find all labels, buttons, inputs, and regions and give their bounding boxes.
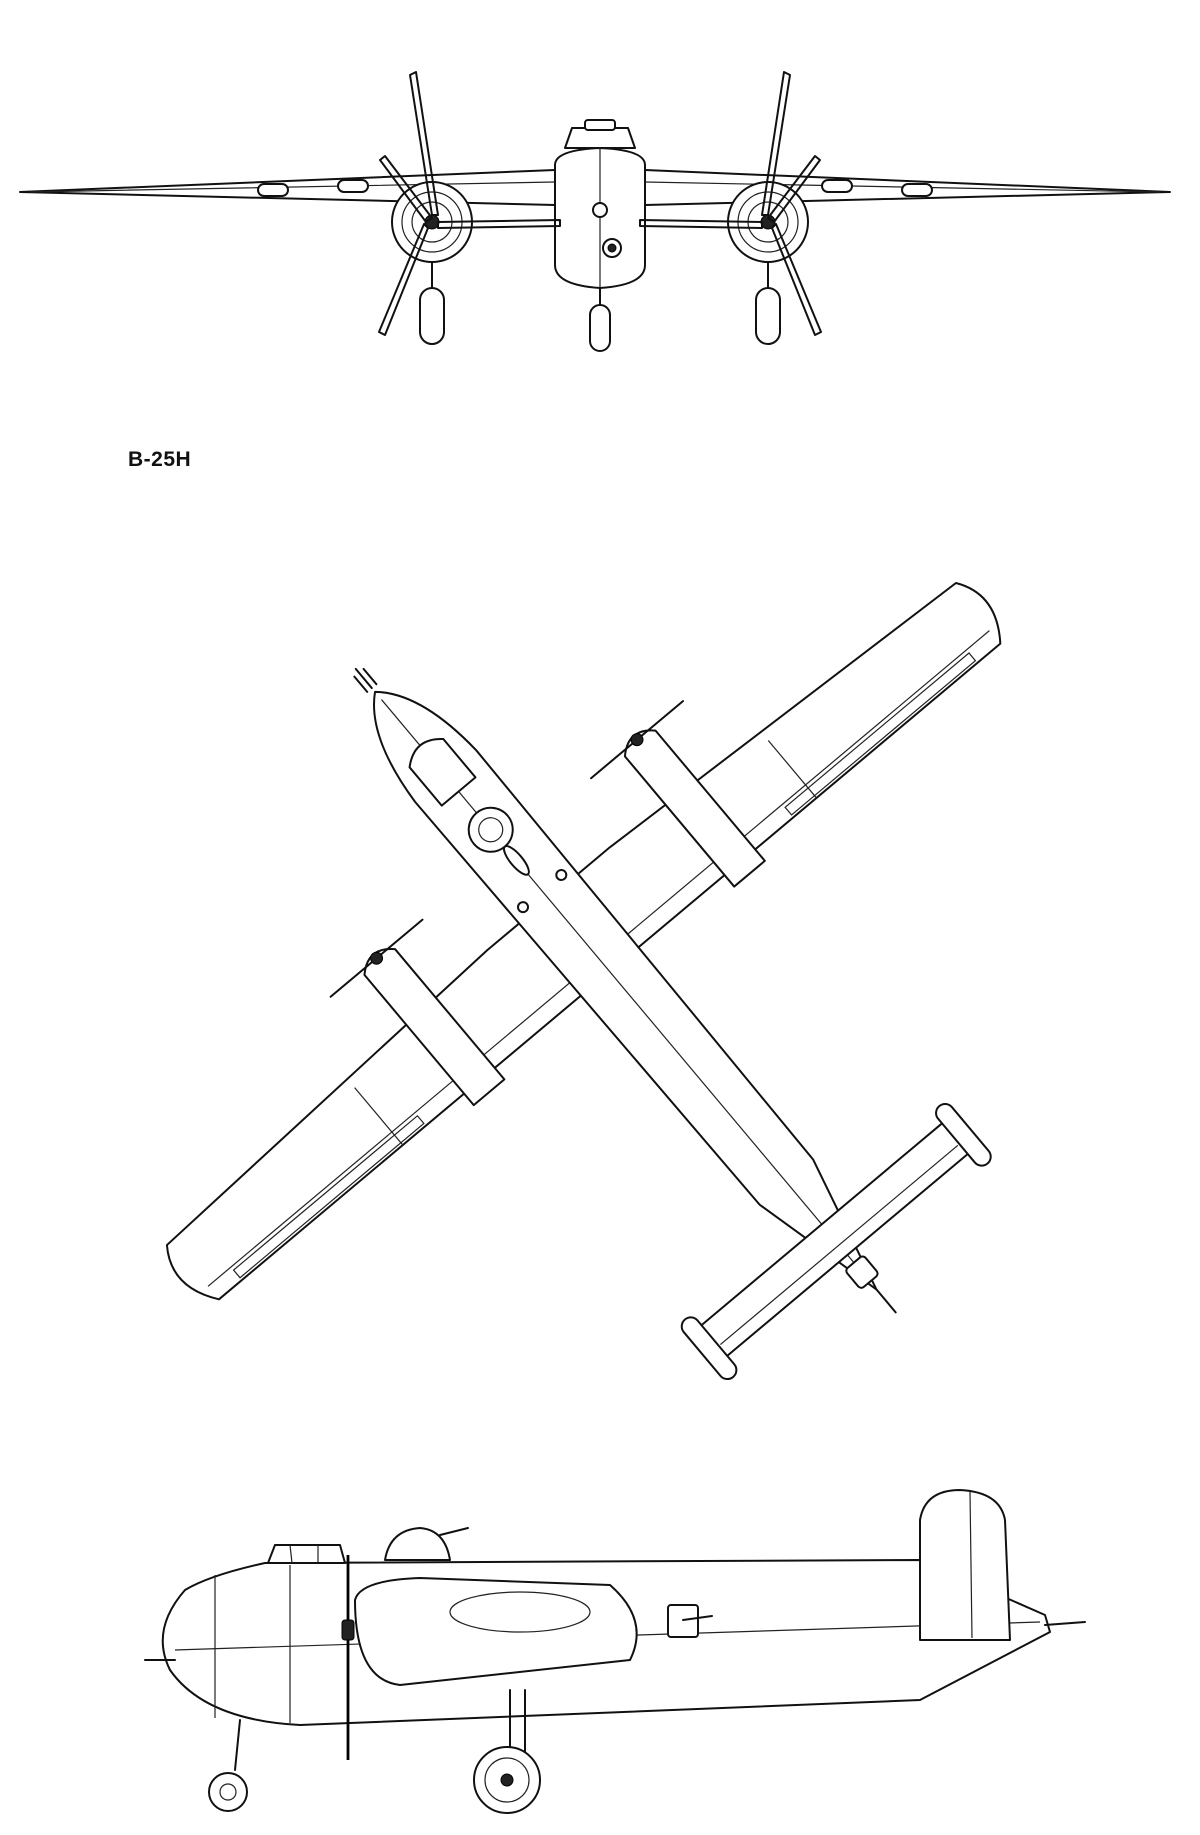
side-view <box>144 1489 1086 1814</box>
front-view <box>19 71 1171 352</box>
aircraft-designation: B-25H <box>128 448 192 471</box>
top-view <box>165 582 1002 1381</box>
